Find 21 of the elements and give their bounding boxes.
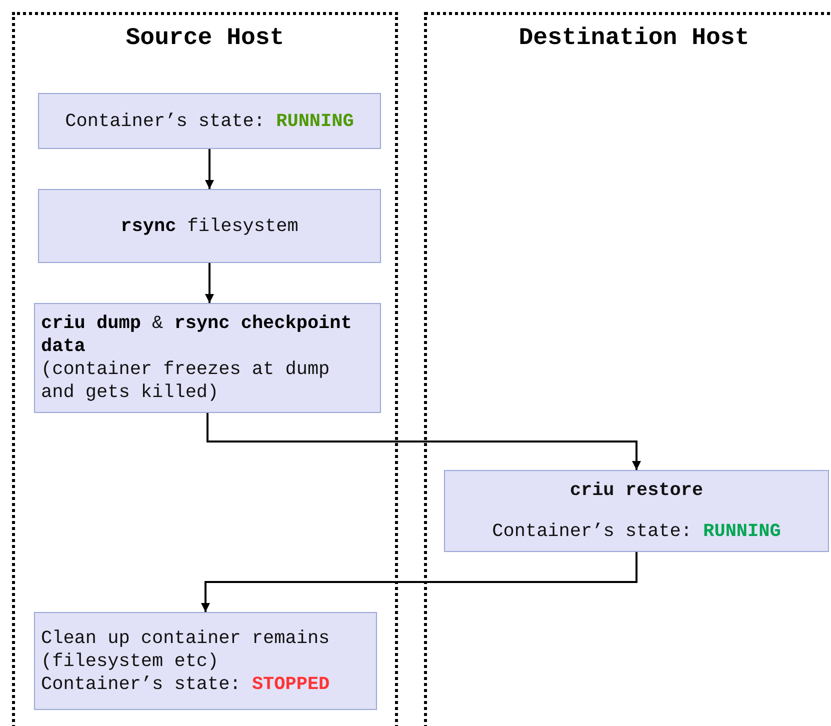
box-text: Container’s state: RUNNING (65, 110, 354, 132)
process-box (38, 189, 381, 263)
box-text: rsync filesystem (120, 214, 298, 238)
process-box (38, 93, 381, 149)
arrow (206, 413, 641, 470)
box-text: (container freezes at dump and gets killed) (41, 358, 331, 404)
region-title: Destination Host (518, 25, 750, 52)
process-box (444, 470, 829, 552)
box-text: Container’s state: STOPPED (41, 672, 330, 696)
process-box (34, 303, 381, 413)
region-title: Source Host (124, 25, 286, 52)
arrow (205, 149, 214, 189)
box-text: Container’s state: RUNNING (492, 520, 781, 543)
host-region (424, 12, 831, 726)
box-text: criu dump & rsync checkpoint data (41, 312, 353, 358)
box-text: criu restore (570, 479, 704, 502)
process-box (34, 612, 377, 710)
host-region (12, 12, 398, 726)
arrow (201, 552, 638, 612)
arrow (205, 263, 214, 303)
box-text: Clean up container remains (filesystem etc) (41, 626, 331, 672)
